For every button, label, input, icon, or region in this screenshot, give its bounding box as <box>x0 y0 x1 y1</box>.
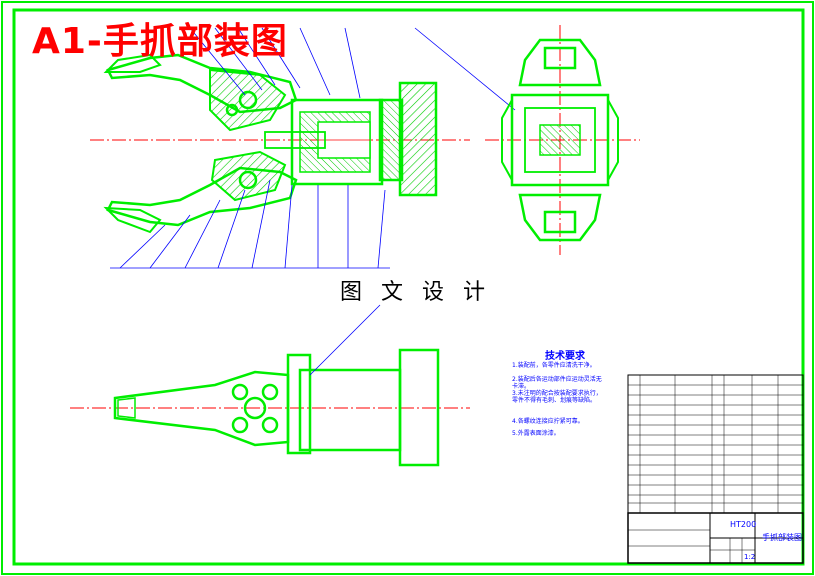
scale-label: 1:2 <box>744 553 756 561</box>
inner-border <box>12 8 805 566</box>
tech-requirements-title: 技术要求 <box>545 351 585 362</box>
top-arm <box>113 370 290 447</box>
watermark-text: 图 文 设 计 <box>340 280 491 305</box>
material-label: HT200 <box>730 520 757 529</box>
top-view <box>70 348 470 467</box>
upper-finger <box>103 53 162 73</box>
drawing-title: A1-手抓部装图 <box>32 21 288 62</box>
title-block <box>627 374 804 564</box>
tech-requirement-line: 3.未注明的配合按装配要求执行，零件不得有毛刺、划痕等缺陷。 <box>512 390 602 404</box>
tech-requirement-line: 5.外露表面涂漆。 <box>512 430 560 437</box>
lower-finger <box>103 206 162 234</box>
tech-requirement-line: 1.装配前，各零件应清洗干净。 <box>512 362 596 369</box>
front-view <box>90 53 470 234</box>
drawing-name-label: 手抓部装图 <box>762 533 802 542</box>
watermark-leader <box>309 304 381 376</box>
base-flange <box>398 81 438 197</box>
lower-jaw <box>106 166 298 227</box>
front-leaders <box>110 27 516 269</box>
cylinder-body <box>290 98 384 186</box>
side-view <box>485 25 640 255</box>
tech-requirement-line: 4.各螺纹连接应拧紧可靠。 <box>512 418 584 425</box>
side-bottom-block <box>518 193 602 242</box>
side-top-block <box>518 38 602 87</box>
upper-jaw <box>106 53 298 114</box>
tech-requirement-line: 2.装配后各运动部件应运动灵活无卡滞。 <box>512 376 602 390</box>
top-body <box>298 368 402 452</box>
piston-rod <box>264 131 326 149</box>
